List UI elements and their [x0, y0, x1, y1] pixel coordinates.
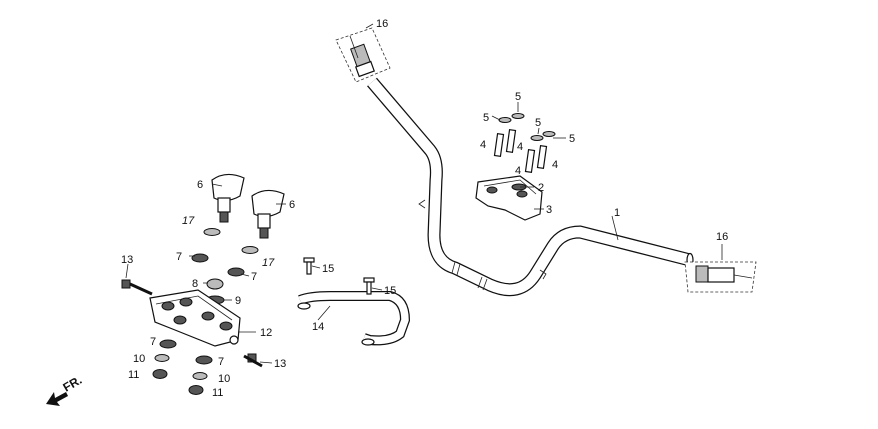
- callout-16: 16: [716, 231, 728, 243]
- riser-left: [211, 173, 245, 223]
- callout-17: 17: [182, 215, 195, 227]
- side-bolts: [121, 279, 263, 368]
- washer-17-left: [203, 228, 221, 236]
- callout-5: 5: [515, 91, 521, 103]
- callout-15: 15: [322, 263, 334, 275]
- upper-holder: [475, 175, 543, 221]
- callout-9: 9: [235, 295, 241, 307]
- callout-7: 7: [218, 356, 224, 368]
- callout-labels: 1 2 3 4 4 4 4 5 5 5 5 6 6 7 7 7 7 8 9 10…: [121, 18, 728, 399]
- leader-lines: [125, 23, 723, 364]
- bar-end-weight-top: [335, 27, 391, 83]
- riser-right: [251, 189, 285, 239]
- bushings-lower: [152, 339, 213, 395]
- callout-5: 5: [535, 117, 541, 129]
- callout-12: 12: [260, 327, 272, 339]
- callout-4: 4: [517, 141, 523, 153]
- callout-13: 13: [274, 358, 286, 370]
- callout-13: 13: [121, 254, 133, 266]
- callout-2: 2: [538, 182, 544, 194]
- callout-1: 1: [614, 207, 620, 219]
- callout-11: 11: [212, 387, 223, 399]
- callout-4: 4: [515, 165, 521, 177]
- callout-10: 10: [133, 353, 145, 365]
- callout-11: 11: [128, 369, 139, 381]
- callout-16: 16: [376, 18, 388, 30]
- callout-6: 6: [289, 199, 295, 211]
- bar-end-weight-right: [684, 261, 757, 293]
- front-label: FR.: [61, 373, 85, 395]
- callout-3: 3: [546, 204, 552, 216]
- callout-7: 7: [150, 336, 156, 348]
- callout-5: 5: [569, 133, 575, 145]
- callout-14: 14: [312, 321, 324, 333]
- callout-7: 7: [176, 251, 182, 263]
- callout-7: 7: [251, 271, 257, 283]
- callout-17: 17: [262, 257, 275, 269]
- callout-5: 5: [483, 112, 489, 124]
- callout-4: 4: [552, 159, 558, 171]
- holder-bolts: [493, 113, 556, 173]
- washer-17-right: [241, 246, 259, 254]
- cross-brace: [297, 257, 411, 346]
- callout-4: 4: [480, 139, 486, 151]
- callout-10: 10: [218, 373, 230, 385]
- callout-8: 8: [192, 278, 198, 290]
- handlebar: [367, 77, 694, 297]
- front-direction-arrow: FR.: [46, 373, 84, 406]
- callout-6: 6: [197, 179, 203, 191]
- lower-bracket: [149, 289, 241, 347]
- callout-15: 15: [384, 285, 396, 297]
